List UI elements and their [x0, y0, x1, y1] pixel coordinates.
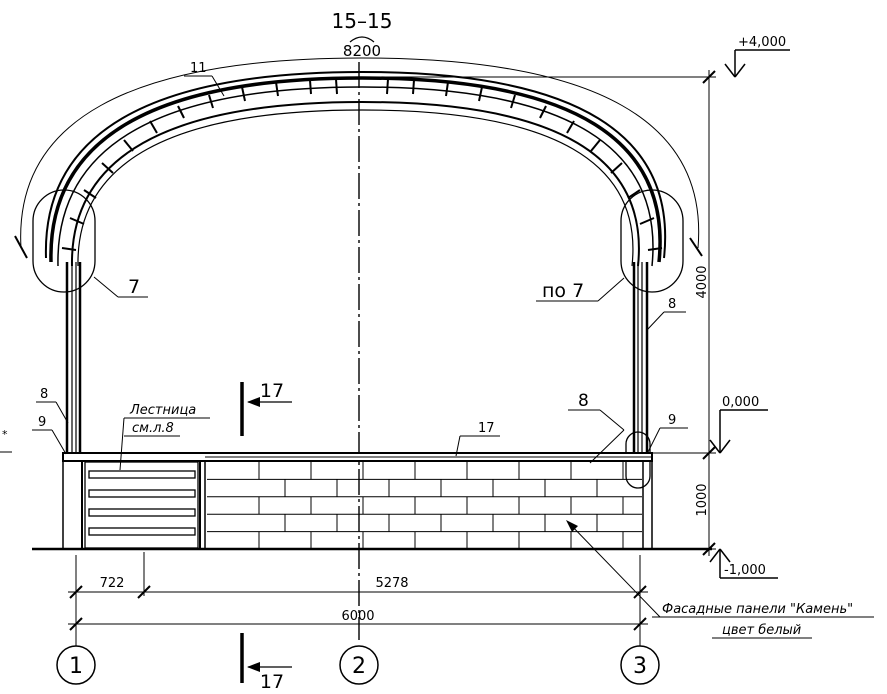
- section-mark-lower-label: 17: [260, 671, 284, 693]
- level-mark-floor: [709, 409, 768, 454]
- level-mark-top: [724, 49, 790, 78]
- post-left: [65, 262, 82, 455]
- callout-node-right: по 7: [542, 280, 584, 302]
- deck-beam: [62, 452, 653, 462]
- vertical-dimension-chain: [360, 70, 716, 556]
- axis-bubble-1: 1: [56, 645, 96, 685]
- callout-base-right: 9: [668, 413, 676, 428]
- detail-oval-right: [620, 189, 684, 293]
- callout-facade-line2: цвет белый: [722, 623, 801, 638]
- edge-mark: *: [2, 428, 8, 441]
- arc-dim-tick-right: [689, 237, 703, 257]
- arch-roof: [44, 70, 667, 267]
- axis-bubble-2: 2: [339, 645, 379, 685]
- axis-label-1: 1: [69, 654, 83, 679]
- dim-height-upper: 4000: [695, 265, 710, 298]
- section-mark-lower: [240, 633, 292, 683]
- stairs: [84, 461, 199, 549]
- section-title: 15–15: [332, 9, 393, 33]
- callout-handrail: 17: [478, 421, 495, 436]
- callout-facade-line1: Фасадные панели "Камень": [662, 602, 853, 617]
- axis-bubble-3: 3: [620, 645, 660, 685]
- facade-panels: [207, 462, 642, 548]
- dim-height-lower: 1000: [695, 483, 710, 516]
- callout-base-left: 9: [38, 415, 46, 430]
- horizontal-dimensions: [68, 552, 648, 648]
- callout-post-left: 8: [40, 387, 48, 402]
- dim-span-left: 722: [100, 576, 125, 591]
- callout-dot-facade: [566, 520, 578, 532]
- axis-label-2: 2: [352, 654, 366, 679]
- axis-label-3: 3: [633, 654, 647, 679]
- arch-ribs: [61, 78, 663, 251]
- post-right: [632, 262, 649, 455]
- callout-arch: 11: [190, 61, 207, 76]
- section-mark-upper-label: 17: [260, 380, 284, 402]
- callout-deck: 8: [578, 391, 589, 411]
- arc-length-symbol: [349, 36, 375, 43]
- arc-dimension-line: [20, 57, 700, 249]
- leader-lines: [32, 75, 874, 639]
- callout-post-right: 8: [668, 297, 676, 312]
- base-wall: [62, 460, 653, 550]
- arc-dim-tick-left: [14, 235, 28, 259]
- callout-stair-line1: Лестница: [129, 403, 196, 418]
- detail-oval-left: [32, 189, 96, 293]
- callout-stair-line2: см.л.8: [132, 421, 174, 436]
- level-mark-ground: [709, 548, 778, 579]
- dim-span-right: 5278: [375, 576, 408, 591]
- level-floor-label: 0,000: [722, 395, 759, 410]
- level-top-label: +4,000: [738, 35, 786, 50]
- level-ground-label: -1,000: [724, 563, 766, 578]
- section-mark-upper: [240, 382, 292, 436]
- callout-node-left: 7: [128, 276, 140, 298]
- dim-span-total: 6000: [341, 609, 374, 624]
- arc-length-label: 8200: [343, 42, 381, 60]
